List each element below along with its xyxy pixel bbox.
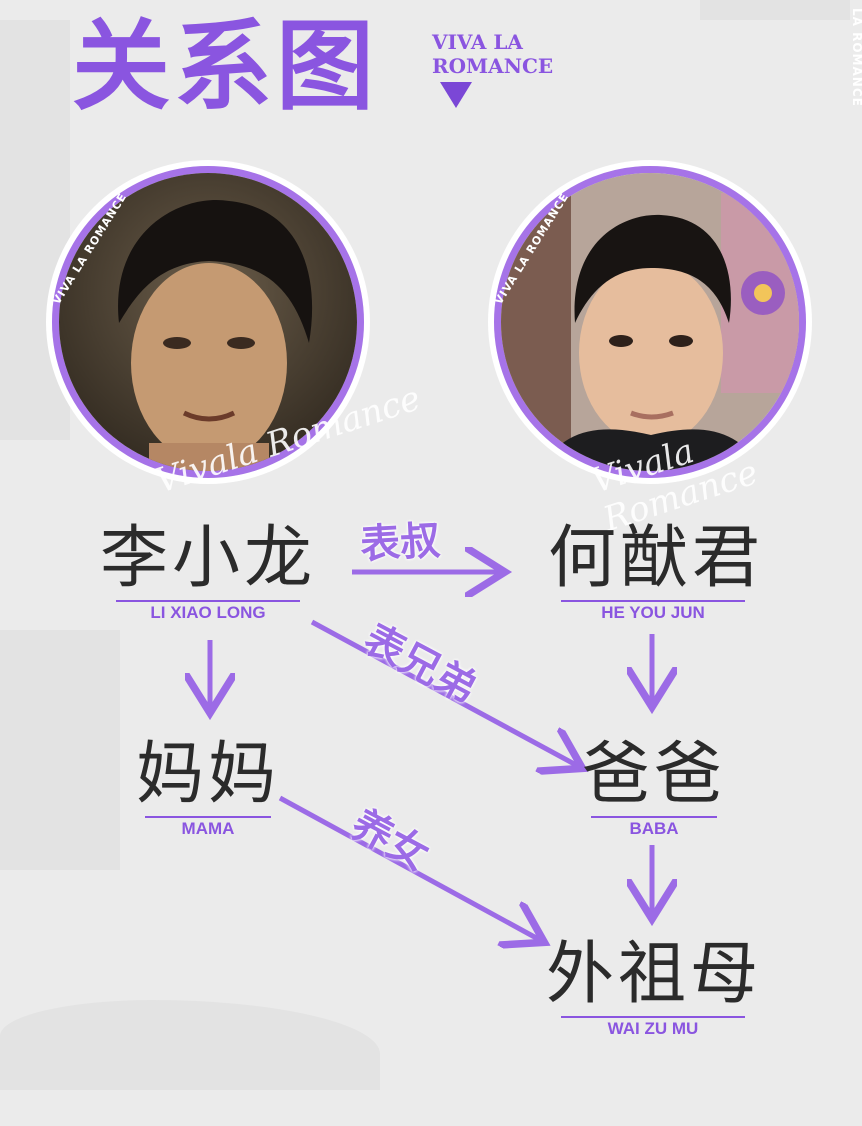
node-pinyin: BABA bbox=[629, 819, 679, 838]
relation-label-biao-shu: 表叔 bbox=[359, 517, 442, 569]
background-streak bbox=[0, 630, 120, 870]
portrait-image bbox=[59, 173, 357, 471]
node-name: 何猷君 bbox=[548, 519, 765, 598]
arrow-li-to-baba bbox=[310, 619, 578, 766]
node-pinyin: LI XIAO LONG bbox=[150, 603, 266, 622]
node-pinyin: HE YOU JUN bbox=[601, 603, 705, 622]
page-title: 关系图 bbox=[72, 10, 379, 124]
side-brand: LA ROMANCE bbox=[850, 8, 862, 107]
portrait-he-you-jun bbox=[494, 166, 806, 478]
node-underline bbox=[591, 816, 717, 818]
portrait-li-xiao-long bbox=[52, 166, 364, 478]
node-underline bbox=[145, 816, 271, 818]
node-underline bbox=[116, 600, 300, 602]
background-streak bbox=[0, 20, 70, 440]
node-baba: 爸爸 BABA bbox=[576, 738, 732, 840]
brand-logo: VIVA LA ROMANCE bbox=[432, 30, 553, 78]
node-he-you-jun: 何猷君 HE YOU JUN bbox=[548, 519, 765, 624]
brand-line-1: VIVA LA bbox=[432, 30, 523, 54]
node-pinyin: WAI ZU MU bbox=[607, 1019, 699, 1038]
node-name: 外祖母 bbox=[546, 935, 763, 1014]
node-pinyin: MAMA bbox=[181, 819, 235, 838]
node-mama: 妈妈 MAMA bbox=[128, 738, 288, 840]
node-name: 李小龙 bbox=[100, 519, 317, 598]
brand-line-2: ROMANCE bbox=[432, 54, 554, 78]
node-underline bbox=[561, 600, 745, 602]
arrow-mama-to-grandma bbox=[278, 795, 540, 940]
node-name: 爸爸 bbox=[581, 735, 726, 814]
node-li-xiao-long: 李小龙 LI XIAO LONG bbox=[100, 522, 316, 624]
triangle-down-icon bbox=[440, 82, 472, 108]
node-underline bbox=[561, 1016, 745, 1018]
node-name: 妈妈 bbox=[135, 735, 280, 814]
background-streak bbox=[700, 0, 850, 20]
node-wai-zu-mu: 外祖母 WAI ZU MU bbox=[546, 938, 760, 1040]
